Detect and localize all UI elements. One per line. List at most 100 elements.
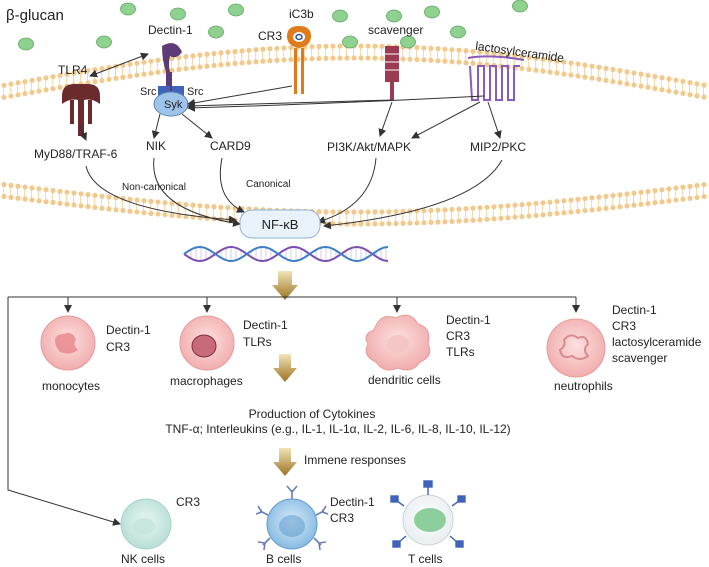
lower-membrane-lipid xyxy=(652,200,658,206)
lower-membrane-lipid xyxy=(29,197,35,203)
lower-membrane-lipid xyxy=(631,190,637,196)
upper-membrane-lipid xyxy=(43,75,49,81)
upper-membrane-lipid xyxy=(519,53,525,60)
upper-membrane-lipid xyxy=(365,43,371,49)
lower-membrane-lipid xyxy=(50,187,56,194)
lower-membrane-lipid xyxy=(701,182,707,188)
b-cells-label: B cells xyxy=(266,552,301,566)
beta-glucan-particle xyxy=(96,35,112,49)
upper-membrane-lipid xyxy=(22,78,28,85)
upper-membrane-lipid xyxy=(155,57,161,63)
lower-membrane-lipid xyxy=(393,220,399,227)
upper-membrane-lipid xyxy=(687,80,693,86)
upper-membrane-lipid xyxy=(120,74,126,80)
upper-membrane-lipid xyxy=(526,54,532,60)
upper-membrane-lipid xyxy=(330,43,336,49)
ic3b-label: iC3b xyxy=(289,7,314,21)
upper-membrane-lipid xyxy=(197,64,203,70)
upper-membrane-lipid xyxy=(323,55,329,61)
t-cell xyxy=(390,480,466,548)
macrophage-receptor-2: TLRs xyxy=(243,335,272,349)
upper-membrane-lipid xyxy=(204,51,210,57)
upper-membrane-lipid xyxy=(554,58,560,64)
upper-membrane-lipid xyxy=(666,88,672,94)
upper-membrane-lipid xyxy=(15,80,21,86)
upper-membrane-lipid xyxy=(673,89,679,95)
upper-membrane-lipid xyxy=(8,93,14,99)
dectin-1-receptor xyxy=(162,43,182,94)
lower-membrane-lipid xyxy=(148,198,154,204)
upper-membrane-lipid xyxy=(603,65,609,71)
pi3k-akt-mapk-label: PI3K/Akt/MAPK xyxy=(327,140,411,154)
upper-membrane-lipid xyxy=(183,54,189,60)
upper-membrane-lipid xyxy=(267,58,273,64)
upper-membrane-lipid xyxy=(148,70,154,76)
lower-membrane-lipid xyxy=(477,217,483,223)
lower-membrane-lipid xyxy=(218,204,224,210)
lower-membrane-lipid xyxy=(547,199,553,205)
lower-membrane-lipid xyxy=(421,220,427,226)
monocyte-receptor-2: CR3 xyxy=(106,340,130,354)
lower-membrane-lipid xyxy=(519,214,525,220)
upper-membrane-lipid xyxy=(442,58,448,64)
lower-membrane-lipid xyxy=(127,196,133,202)
neutrophil-receptor-3: lactosylceramide xyxy=(612,335,702,349)
upper-membrane-lipid xyxy=(428,57,434,63)
macrophages-label: macrophages xyxy=(170,374,243,388)
upper-membrane-lipid xyxy=(498,51,504,57)
dna-strand xyxy=(183,245,389,263)
upper-membrane-lipid xyxy=(204,63,210,69)
upper-membrane-lipid xyxy=(442,46,448,52)
upper-membrane-lipid xyxy=(484,62,490,68)
lower-membrane-lipid xyxy=(533,212,539,219)
lower-membrane-lipid xyxy=(372,221,378,227)
card9-label: CARD9 xyxy=(210,139,251,153)
upper-membrane-lipid xyxy=(183,66,189,72)
upper-membrane-lipid xyxy=(470,60,476,66)
lower-membrane-lipid xyxy=(372,209,378,215)
upper-membrane-lipid xyxy=(316,43,322,50)
upper-membrane-lipid xyxy=(71,70,77,76)
upper-membrane-lipid xyxy=(379,55,385,61)
upper-membrane-lipid xyxy=(113,75,119,81)
lower-membrane-lipid xyxy=(78,203,84,209)
upper-membrane-lipid xyxy=(239,48,245,54)
lower-membrane-lipid xyxy=(603,193,609,199)
lower-membrane-lipid xyxy=(421,208,427,214)
lower-membrane-lipid xyxy=(561,210,567,216)
lower-membrane-lipid xyxy=(1,181,7,188)
lower-membrane-lipid xyxy=(470,217,476,223)
upper-membrane-lipid xyxy=(169,67,175,73)
upper-membrane-lipid xyxy=(652,85,658,92)
upper-membrane-lipid xyxy=(680,78,686,85)
lower-membrane-lipid xyxy=(386,221,392,227)
neutrophil-receptor-2: CR3 xyxy=(612,319,636,333)
upper-membrane-lipid xyxy=(610,78,616,85)
upper-membrane-lipid xyxy=(624,69,630,75)
lower-membrane-lipid xyxy=(15,195,21,201)
lower-membrane-lipid xyxy=(568,197,574,203)
upper-membrane-lipid xyxy=(127,73,133,79)
lower-membrane-lipid xyxy=(57,188,63,194)
lower-membrane-lipid xyxy=(554,198,560,205)
upper-membrane-lipid xyxy=(1,82,7,88)
upper-membrane-lipid xyxy=(92,67,98,73)
upper-membrane-lipid xyxy=(470,48,476,54)
upper-membrane-lipid xyxy=(246,47,252,53)
lower-membrane-lipid xyxy=(120,207,126,214)
lower-membrane-lipid xyxy=(183,201,189,208)
lower-membrane-lipid xyxy=(197,215,203,221)
upper-membrane-lipid xyxy=(246,59,252,65)
lower-membrane-lipid xyxy=(190,202,196,208)
lower-membrane-lipid xyxy=(687,183,693,189)
upper-membrane-lipid xyxy=(638,83,644,89)
upper-membrane-lipid xyxy=(610,66,616,73)
upper-membrane-lipid xyxy=(701,94,707,100)
upper-membrane-lipid xyxy=(617,68,623,74)
lower-membrane-lipid xyxy=(554,210,560,217)
upper-membrane-lipid xyxy=(134,72,140,78)
upper-membrane-lipid xyxy=(505,52,511,58)
lower-membrane-lipid xyxy=(561,198,567,204)
lower-membrane-lipid xyxy=(435,207,441,213)
